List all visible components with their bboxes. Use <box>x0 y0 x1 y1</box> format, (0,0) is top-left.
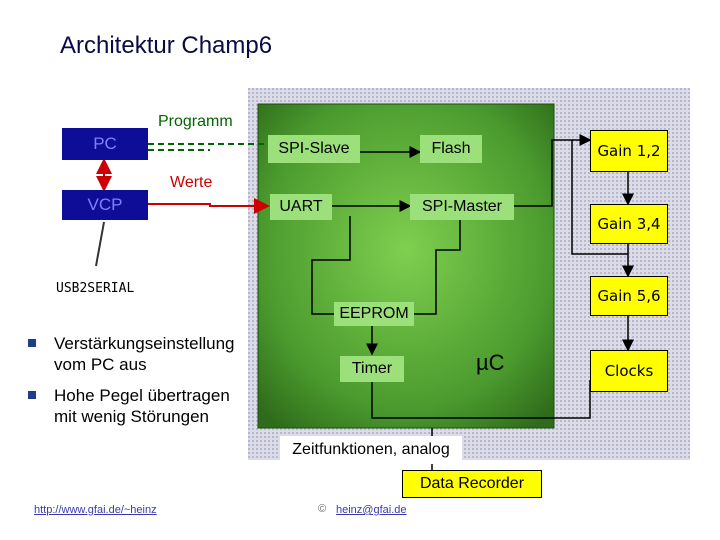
spi-slave-box: SPI-Slave <box>268 135 360 163</box>
data-recorder-label: Data Recorder <box>419 475 525 492</box>
spi-master-box: SPI-Master <box>410 194 514 220</box>
usb-cable <box>95 221 105 267</box>
bullet-marker-1 <box>28 339 36 347</box>
werte-arrow <box>148 198 270 214</box>
bullet-1-line2: vom PC aus <box>54 355 147 374</box>
bullet-text-1: Verstärkungseinstellung vom PC aus <box>54 333 235 375</box>
gain12-label: Gain 1,2 <box>597 142 661 160</box>
zeitfunktionen-label: Zeitfunktionen, analog <box>292 441 450 458</box>
clocks-label: Clocks <box>604 362 654 380</box>
bullet-2-line2: mit wenig Störungen <box>54 407 209 426</box>
pc-label: PC <box>93 134 117 153</box>
bullet-text-2: Hohe Pegel übertragen mit wenig Störunge… <box>54 385 230 427</box>
footer-email-link[interactable]: heinz@gfai.de <box>336 504 407 516</box>
timer-label: Timer <box>351 360 393 377</box>
clocks-box: Clocks <box>590 350 668 392</box>
programm-label: Programm <box>158 113 233 130</box>
timer-zeit-path <box>371 380 591 419</box>
slide-title: Architektur Champ6 <box>60 32 273 59</box>
gain34-label: Gain 3,4 <box>597 215 661 233</box>
footer-url-link[interactable]: http://www.gfai.de/~heinz <box>34 504 157 516</box>
bullet-1-line1: Verstärkungseinstellung <box>54 334 235 353</box>
vcp-box: VCP <box>62 190 148 220</box>
gain34-box: Gain 3,4 <box>590 204 668 244</box>
copyright-symbol: © <box>318 503 327 515</box>
flash-label: Flash <box>431 140 471 157</box>
uc-label: µC <box>476 350 505 375</box>
gain12-box: Gain 1,2 <box>590 130 668 172</box>
master-eeprom-path <box>414 216 461 315</box>
bullet-2-line1: Hohe Pegel übertragen <box>54 386 230 405</box>
uart-label: UART <box>279 198 323 215</box>
bullet-marker-2 <box>28 391 36 399</box>
spi-master-label: SPI-Master <box>421 198 502 215</box>
usb-label: USB2SERIAL <box>56 281 135 296</box>
eeprom-box: EEPROM <box>334 302 414 326</box>
uart-box: UART <box>270 194 332 220</box>
gain56-box: Gain 5,6 <box>590 276 668 316</box>
zeitfunktionen-box: Zeitfunktionen, analog <box>280 436 462 464</box>
gain-bus <box>514 139 628 255</box>
werte-label: Werte <box>170 174 213 191</box>
eeprom-label: EEPROM <box>339 305 409 322</box>
timer-box: Timer <box>340 356 404 382</box>
flash-box: Flash <box>420 135 482 163</box>
pc-box: PC <box>62 128 148 160</box>
spi-slave-label: SPI-Slave <box>278 140 350 157</box>
data-recorder-box: Data Recorder <box>402 470 542 498</box>
gain56-label: Gain 5,6 <box>597 287 661 305</box>
uart-eeprom-path <box>311 216 351 315</box>
vcp-label: VCP <box>87 195 123 214</box>
